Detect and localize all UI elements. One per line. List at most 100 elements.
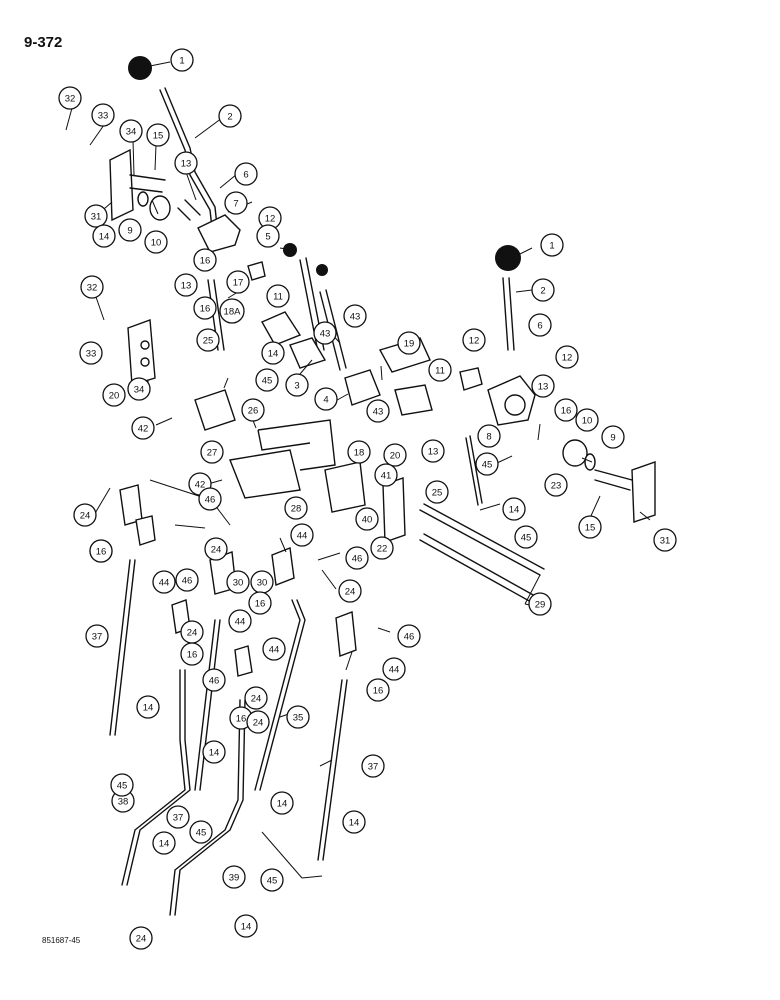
callout-label: 16 [236,714,247,725]
rod-38 [121,669,191,886]
callout-label: 16 [200,304,211,315]
callout-label: 25 [432,488,443,499]
callout-circle [119,119,143,143]
callout-12: 12 [462,328,486,352]
callout-label: 34 [134,385,145,396]
callout-label: 43 [373,407,384,418]
callout-circle [228,609,252,633]
callout-label: 44 [269,645,280,656]
callout-23: 23 [544,473,568,497]
callout-30: 30 [226,570,250,594]
callout-circle [246,710,270,734]
rod-37-right [317,679,348,861]
shaft-29a [419,503,545,576]
callout-13: 13 [174,151,198,175]
callout-circle [166,805,190,829]
callout-label: 25 [203,336,214,347]
callout-label: 14 [209,748,220,759]
callout-label: 11 [273,292,283,303]
callout-34: 34 [127,377,151,401]
callout-circle [196,328,220,352]
callout-label: 18 [354,448,365,459]
callout-circle [425,480,449,504]
callout-18: 18 [347,440,371,464]
callout-label: 34 [126,127,137,138]
callout-circle [91,103,115,127]
callout-43: 43 [343,304,367,328]
callout-circle [347,440,371,464]
callout-24: 24 [180,620,204,644]
callout-label: 37 [173,813,184,824]
callout-45: 45 [110,773,134,797]
callout-circle [152,570,176,594]
callout-41: 41 [374,463,398,487]
callout-label: 31 [660,536,671,547]
callout-label: 41 [381,471,392,482]
callout-circle [531,278,555,302]
callout-46: 46 [345,546,369,570]
callout-label: 43 [320,329,331,340]
callout-circle [528,592,552,616]
callout-label: 44 [297,531,308,542]
callout-label: 12 [469,336,480,347]
callout-label: 43 [350,312,361,323]
callout-circle [110,773,134,797]
callout-44: 44 [382,657,406,681]
callout-35: 35 [286,705,310,729]
callout-24: 24 [246,710,270,734]
callout-37: 37 [361,754,385,778]
callout-circle [174,151,198,175]
callout-33: 33 [79,341,103,365]
callout-8: 8 [477,424,501,448]
callout-label: 46 [182,576,193,587]
callout-label: 12 [265,214,276,225]
callout-label: 14 [268,349,279,360]
callout-circle [234,162,258,186]
callout-label: 19 [404,339,415,350]
callout-circle [270,791,294,815]
callout-31: 31 [84,204,108,228]
callout-label: 9 [610,433,615,444]
callout-label: 20 [109,391,120,402]
callout-2: 2 [531,278,555,302]
callout-label: 10 [151,238,162,249]
callout-circle [202,668,226,692]
callout-29: 29 [528,592,552,616]
callout-circle [374,463,398,487]
callout-33: 33 [91,103,115,127]
callout-circle [475,452,499,476]
callout-44: 44 [228,609,252,633]
callout-circle [575,408,599,432]
callout-24: 24 [129,926,153,950]
callout-circle [234,914,258,938]
callout-label: 20 [390,451,401,462]
callout-46: 46 [202,668,226,692]
callout-5: 5 [256,224,280,248]
callout-label: 33 [86,349,97,360]
callout-6: 6 [528,313,552,337]
callout-circle [313,321,337,345]
callout-label: 32 [87,283,98,294]
callout-label: 13 [181,281,192,292]
knob-right [495,245,521,271]
callout-circle [193,248,217,272]
callout-circle [219,298,245,324]
callout-circle [290,523,314,547]
callout-16: 16 [193,248,217,272]
callout-label: 45 [482,460,493,471]
callout-label: 44 [159,578,170,589]
callout-11: 11 [266,284,290,308]
callout-34: 34 [119,119,143,143]
callout-19: 19 [397,331,421,355]
rod-37-mid [194,619,221,791]
callout-13: 13 [174,273,198,297]
callout-label: 26 [248,406,259,417]
callout-circle [382,657,406,681]
callout-label: 14 [349,818,360,829]
callout-label: 38 [118,797,129,808]
callout-37: 37 [166,805,190,829]
callout-45: 45 [255,368,279,392]
callout-label: 45 [521,533,532,544]
callout-20: 20 [383,443,407,467]
